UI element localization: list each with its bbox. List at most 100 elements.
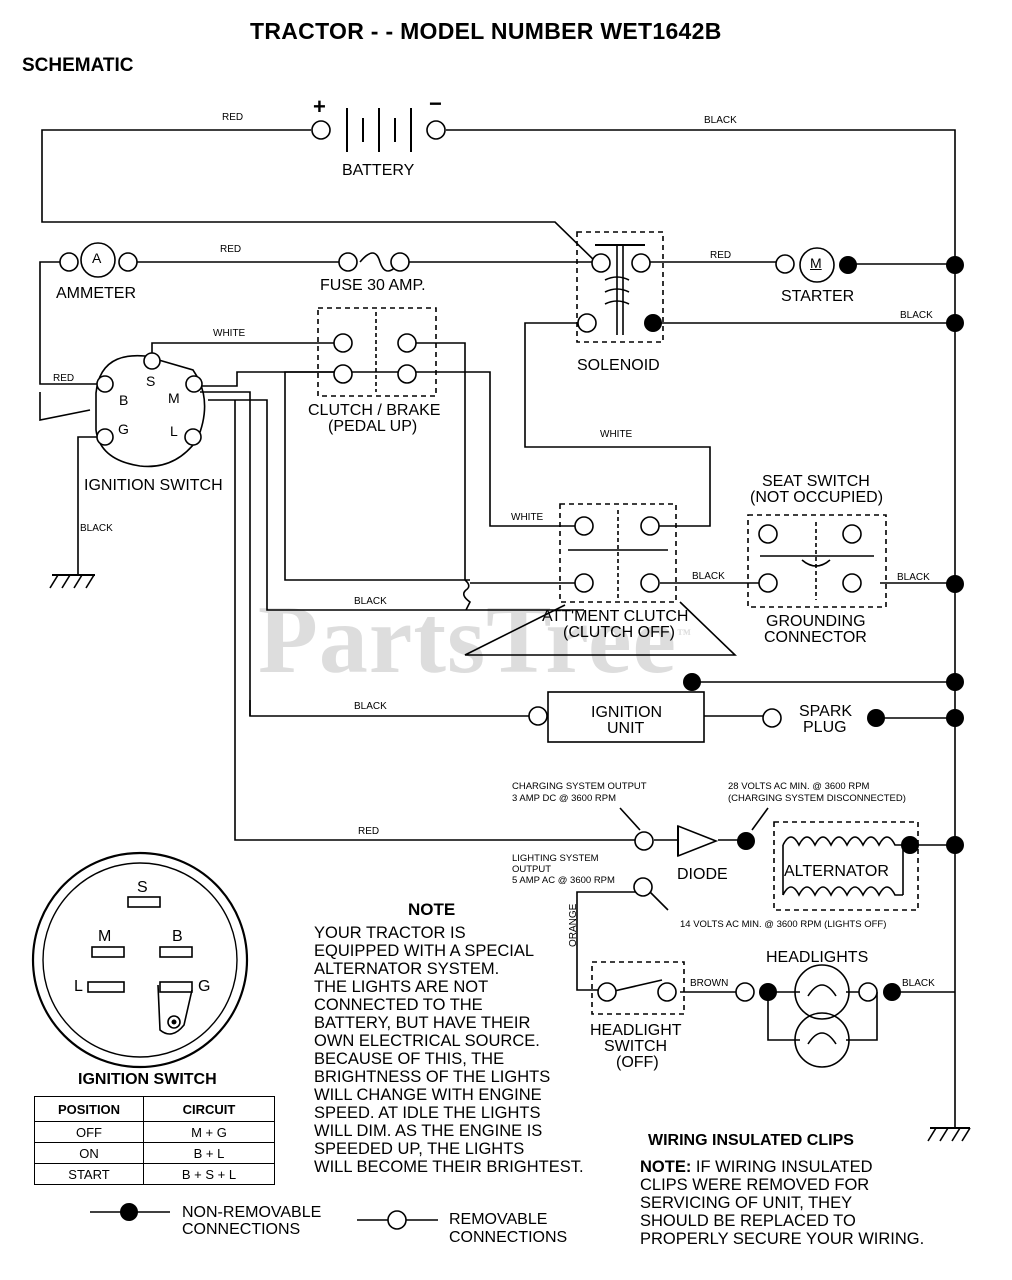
face-terminal-m: M	[98, 928, 112, 945]
diode-symbol	[677, 824, 719, 858]
ammeter-icon	[80, 242, 116, 278]
fuse-label: FUSE 30 AMP.	[320, 277, 426, 294]
wire-red-fuse: RED	[220, 244, 242, 255]
clips-heading: WIRING INSULATED CLIPS	[648, 1132, 854, 1149]
table-row: START B + S + L	[34, 1163, 275, 1185]
terminal-l-label: L	[170, 423, 178, 439]
ignition-unit-label-2: UNIT	[607, 720, 645, 737]
note-line: THE LIGHTS ARE NOT	[314, 978, 489, 996]
lighting-output-label-2: OUTPUT	[512, 864, 552, 875]
page-subtitle: SCHEMATIC	[22, 55, 134, 76]
terminal-m-label: M	[168, 390, 180, 406]
wire-black-att: BLACK	[354, 596, 387, 607]
face-terminal-g: G	[198, 978, 211, 995]
headlight-switch-symbol	[591, 961, 685, 1015]
note-line: BECAUSE OF THIS, THE	[314, 1050, 505, 1068]
watermark: PartsTree™	[258, 586, 692, 694]
ignition-switch-label: IGNITION SWITCH	[84, 477, 223, 494]
table-row: OFF M + G	[34, 1121, 275, 1143]
terminal-b-label: B	[119, 392, 129, 408]
battery-minus-label: −	[429, 91, 442, 116]
face-terminal-l: L	[74, 978, 83, 995]
seat-switch-label: SEAT SWITCH	[762, 473, 870, 490]
clips-line: SERVICING OF UNIT, THEY	[640, 1194, 853, 1212]
ignition-unit-label: IGNITION	[591, 704, 663, 721]
clips-note-label: NOTE:	[640, 1158, 692, 1176]
wire-white-mid: WHITE	[600, 429, 633, 440]
wire-black-ground: BLACK	[80, 523, 113, 534]
note-line: WILL BECOME THEIR BRIGHTEST.	[314, 1158, 584, 1176]
solenoid-label: SOLENOID	[577, 357, 660, 374]
table-cell: B + L	[143, 1142, 275, 1164]
wire-red-charge: RED	[358, 826, 380, 837]
wire-white-top: WHITE	[213, 328, 246, 339]
headlights-label: HEADLIGHTS	[766, 949, 869, 966]
ground-symbols	[49, 574, 971, 1142]
wire-black-seat-right: BLACK	[897, 572, 930, 583]
note-line: ALTERNATOR SYSTEM.	[314, 960, 500, 978]
ignition-table-title: IGNITION SWITCH	[78, 1071, 217, 1088]
face-terminal-s: S	[137, 879, 148, 896]
seat-switch-state-label: (NOT OCCUPIED)	[750, 489, 884, 506]
attment-clutch-switch-symbol	[559, 503, 677, 603]
table-header: CIRCUIT	[143, 1096, 275, 1122]
headlight-switch-state-label: (OFF)	[616, 1054, 659, 1071]
note-line: CONNECTED TO THE	[314, 996, 483, 1014]
diode-label: DIODE	[677, 866, 728, 883]
battery-label: BATTERY	[342, 162, 415, 179]
wire-red-battery: RED	[222, 112, 244, 123]
clips-line: CLIPS WERE REMOVED FOR	[640, 1176, 870, 1194]
clips-line: NOTE: IF WIRING INSULATED	[640, 1158, 873, 1176]
ac28-condition: (CHARGING SYSTEM DISCONNECTED)	[728, 793, 906, 804]
legend-symbols	[90, 1203, 438, 1230]
ac14-label: 14 VOLTS AC MIN. @ 3600 RPM (LIGHTS OFF)	[680, 919, 887, 930]
spark-plug-label: SPARK	[799, 703, 853, 720]
note-line: SPEEDED UP, THE LIGHTS	[314, 1140, 525, 1158]
charge-output-value: 3 AMP DC @ 3600 RPM	[512, 793, 616, 804]
table-cell: OFF	[34, 1121, 144, 1143]
lighting-output-value: 5 AMP AC @ 3600 RPM	[512, 875, 615, 886]
face-terminal-b: B	[172, 928, 183, 945]
note-line: BATTERY, BUT HAVE THEIR	[314, 1014, 531, 1032]
wire-black-battery: BLACK	[704, 115, 737, 126]
seat-switch-symbol	[747, 514, 887, 608]
clutch-brake-state-label: (PEDAL UP)	[328, 418, 418, 435]
note-line: SPEED. AT IDLE THE LIGHTS	[314, 1104, 541, 1122]
table-header-row: POSITION CIRCUIT	[34, 1096, 275, 1122]
grounding-connector-label: GROUNDING	[766, 613, 866, 630]
note-line: WILL CHANGE WITH ENGINE	[314, 1086, 542, 1104]
headlight-bulbs	[794, 964, 850, 1068]
table-row: ON B + L	[34, 1142, 275, 1164]
legend-removable-2: CONNECTIONS	[449, 1229, 568, 1246]
attment-clutch-label: ATT'MENT CLUTCH	[542, 608, 689, 625]
ignition-switch-face	[31, 851, 249, 1069]
ac28-label: 28 VOLTS AC MIN. @ 3600 RPM	[728, 781, 870, 792]
wire-white-att: WHITE	[511, 512, 544, 523]
table-cell: ON	[34, 1142, 144, 1164]
terminal-s-label: S	[146, 373, 156, 389]
wire-black-ignition-unit: BLACK	[354, 701, 387, 712]
wire-red-ignition: RED	[53, 373, 75, 384]
non-removable-connections	[644, 256, 964, 1001]
solenoid-symbol	[576, 231, 664, 343]
clips-line: SHOULD BE REPLACED TO	[640, 1212, 856, 1230]
charge-output-label: CHARGING SYSTEM OUTPUT	[512, 781, 647, 792]
clutch-brake-switch-symbol	[317, 307, 437, 397]
page-title: TRACTOR - - MODEL NUMBER WET1642B	[250, 18, 722, 44]
legend-non-removable: NON-REMOVABLE	[182, 1204, 322, 1221]
headlight-switch-label-2: SWITCH	[604, 1038, 668, 1055]
ignition-unit-box	[547, 691, 705, 743]
note-body: YOUR TRACTOR IS EQUIPPED WITH A SPECIAL …	[314, 924, 614, 1176]
attment-clutch-state-label: (CLUTCH OFF)	[563, 624, 675, 641]
wire-red-starter: RED	[710, 250, 732, 261]
table-cell: M + G	[143, 1121, 275, 1143]
note-line: EQUIPPED WITH A SPECIAL	[314, 942, 535, 960]
removable-connections	[59, 120, 878, 1002]
legend-non-removable-2: CONNECTIONS	[182, 1221, 301, 1238]
clips-line: PROPERLY SECURE YOUR WIRING.	[640, 1230, 925, 1248]
ignition-position-table: POSITION CIRCUIT OFF M + G ON B + L STAR…	[34, 1096, 275, 1185]
note-heading: NOTE	[408, 900, 456, 919]
clips-note: NOTE: IF WIRING INSULATED CLIPS WERE REM…	[640, 1158, 924, 1248]
